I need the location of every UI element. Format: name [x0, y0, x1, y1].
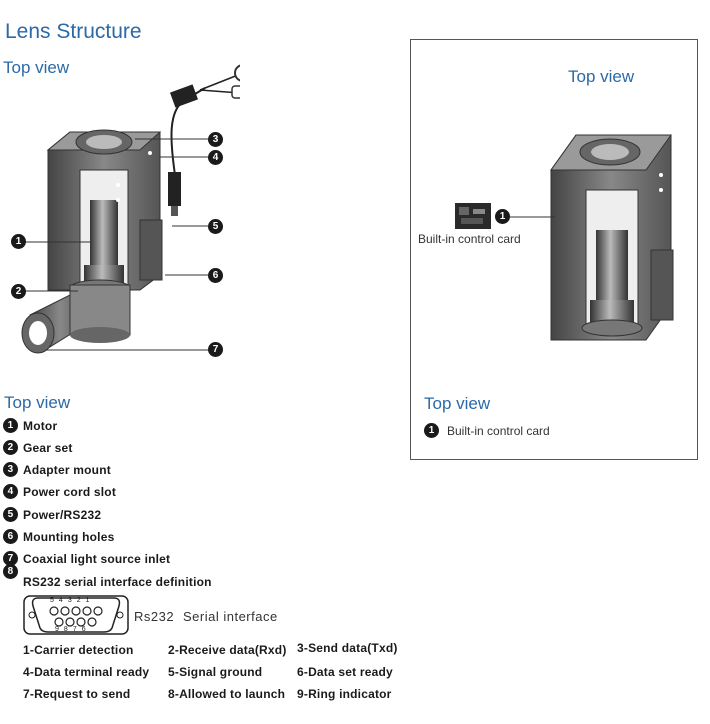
right-panel: Top view 1 Built-in control card Top vi — [410, 39, 698, 460]
right-callout-line — [510, 216, 555, 218]
legend-label: RS232 serial interface definition — [23, 575, 212, 589]
top-view-label-right-bottom: Top view — [424, 394, 491, 413]
pin-definition: 2-Receive data(Rxd) — [168, 643, 287, 657]
callout-6: 6 — [208, 268, 223, 283]
legend-number: 3 — [3, 462, 18, 477]
pin-definition: 7-Request to send — [23, 687, 131, 701]
control-card-image — [455, 203, 491, 229]
legend-label: Adapter mount — [23, 462, 111, 477]
legend-item: 2 Gear set — [3, 440, 73, 455]
legend-item: 6 Mounting holes — [3, 529, 114, 544]
rs232-description: Serial interface — [183, 609, 278, 624]
callout-7: 7 — [208, 342, 223, 357]
callout-5: 5 — [208, 219, 223, 234]
legend-number: 5 — [3, 507, 18, 522]
pin-definition: 4-Data terminal ready — [23, 665, 150, 679]
coaxial-connector — [234, 64, 240, 82]
rs232-bottom-pin-labels: 9876 — [55, 626, 91, 633]
top-view-label-legend: Top view — [4, 393, 71, 412]
lens-illustration-right — [550, 134, 674, 341]
top-view-label-right: Top view — [568, 67, 635, 86]
legend-number: 7 — [3, 551, 18, 566]
pin-definition: 8-Allowed to launch — [168, 687, 286, 701]
pin-definition: 1-Carrier detection — [23, 643, 134, 657]
legend-label: Power/RS232 — [23, 507, 102, 522]
pin-definition: 5-Signal ground — [168, 665, 263, 679]
legend-label: Mounting holes — [23, 529, 115, 544]
power-plug — [168, 172, 181, 206]
right-callout-1: 1 — [495, 209, 510, 224]
legend-number: 2 — [3, 440, 18, 455]
pin-definition: 6-Data set ready — [297, 665, 393, 679]
callout-1: 1 — [11, 234, 26, 249]
rs232-connector-diagram — [23, 595, 129, 635]
callout-4: 4 — [208, 150, 223, 165]
right-legend-number: 1 — [424, 423, 439, 438]
pin-definition: 9-Ring indicator — [297, 687, 392, 701]
db9-connector — [231, 85, 240, 99]
legend-label: Power cord slot — [23, 484, 117, 499]
rs232-top-pin-labels: 54321 — [50, 597, 95, 604]
right-legend-text: Built-in control card — [447, 423, 550, 438]
rs232-name: Rs232 — [134, 609, 175, 624]
top-view-label-left: Top view — [3, 58, 70, 77]
legend-item: 1 Motor — [3, 418, 57, 433]
legend-number: 4 — [3, 484, 18, 499]
legend-number: 6 — [3, 529, 18, 544]
legend-number: 8 — [3, 564, 18, 579]
legend-item: 5 Power/RS232 — [3, 507, 101, 522]
right-legend-row: 1 Built-in control card — [424, 423, 550, 438]
cable-splitter — [169, 84, 199, 108]
legend-item: 4 Power cord slot — [3, 484, 116, 499]
legend-item: 7 Coaxial light source inlet — [3, 551, 170, 566]
lens-illustration-left — [21, 64, 240, 354]
legend-label: Gear set — [23, 440, 73, 455]
legend-item: 8 — [3, 564, 23, 579]
legend-item: 3 Adapter mount — [3, 462, 111, 477]
legend-number: 1 — [3, 418, 18, 433]
legend-label: Motor — [23, 418, 58, 433]
pin-definition: 3-Send data(Txd) — [297, 641, 398, 655]
page-title: Lens Structure — [5, 20, 142, 43]
legend-label: Coaxial light source inlet — [23, 551, 171, 566]
motor — [90, 200, 118, 268]
callout-2: 2 — [11, 284, 26, 299]
callout-3: 3 — [208, 132, 223, 147]
control-card-label: Built-in control card — [418, 232, 521, 246]
